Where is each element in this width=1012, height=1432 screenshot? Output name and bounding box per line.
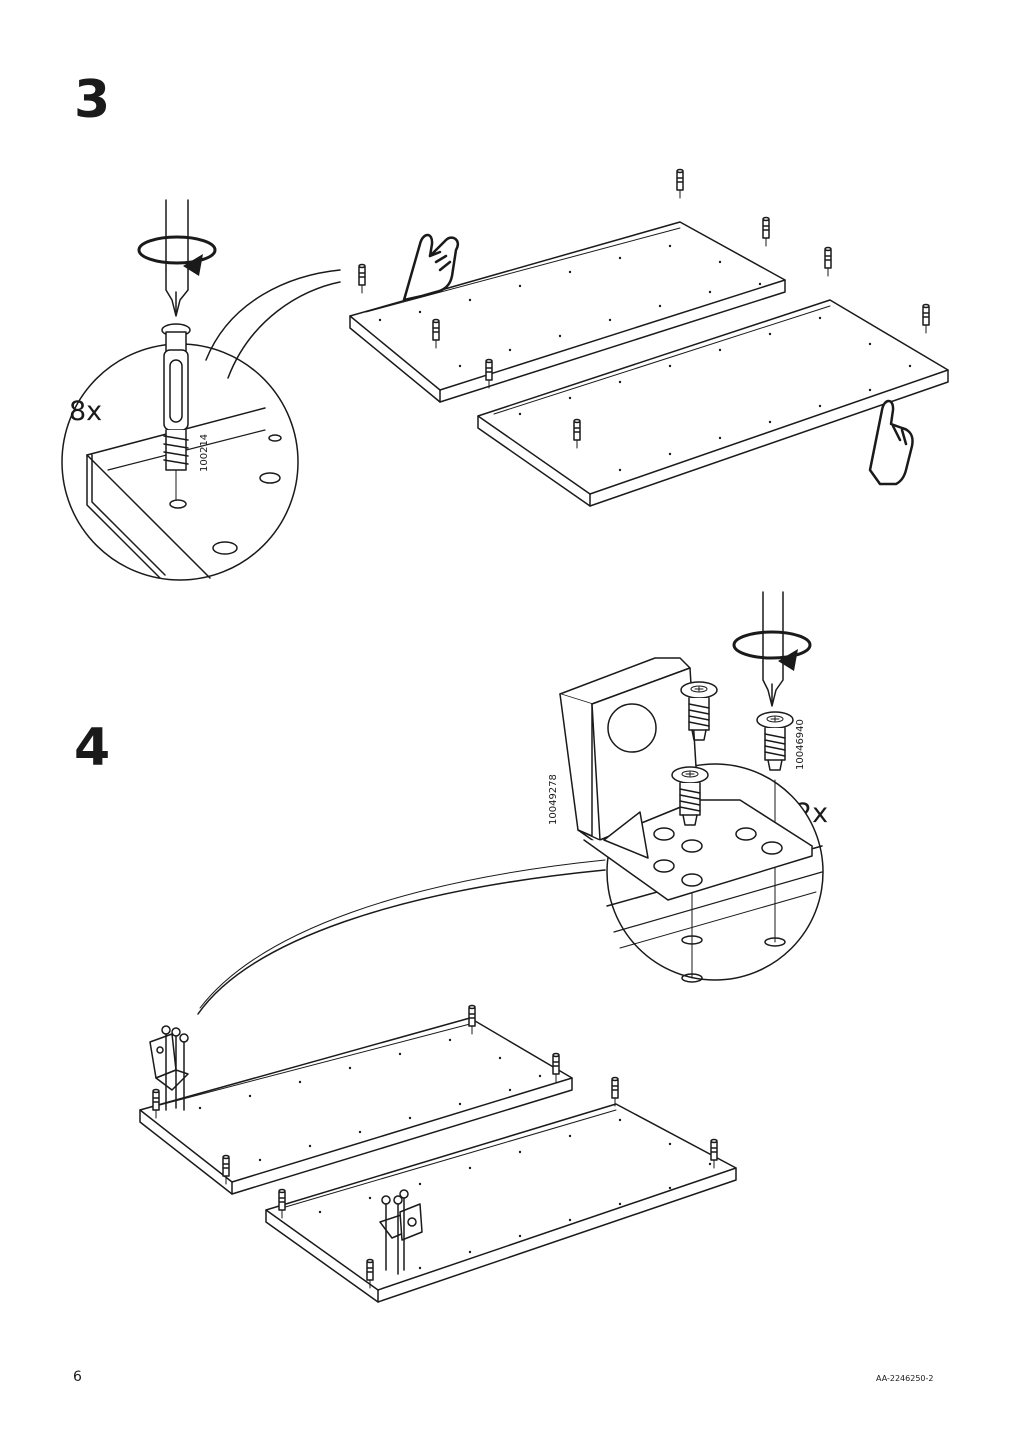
step-3-quantity: 8x <box>69 396 103 427</box>
hand-pointing-icon <box>868 399 914 486</box>
screwdriver-rotate-icon <box>137 199 217 317</box>
shelf-pin-icon <box>161 323 191 501</box>
step-4-number: 4 <box>74 718 111 778</box>
screwdriver-rotate-icon <box>732 591 812 707</box>
shelf-board-bottom <box>477 299 949 507</box>
shelf-board-bottom <box>265 1103 737 1303</box>
hand-pointing-icon <box>402 233 460 302</box>
document-id: AA-2246250-2 <box>876 1374 934 1383</box>
bracket-icon <box>559 657 813 901</box>
detail-magnifier <box>61 269 341 581</box>
step-3-number: 3 <box>74 70 111 130</box>
shelf-board-top <box>139 1017 573 1195</box>
page-number: 6 <box>73 1369 82 1385</box>
